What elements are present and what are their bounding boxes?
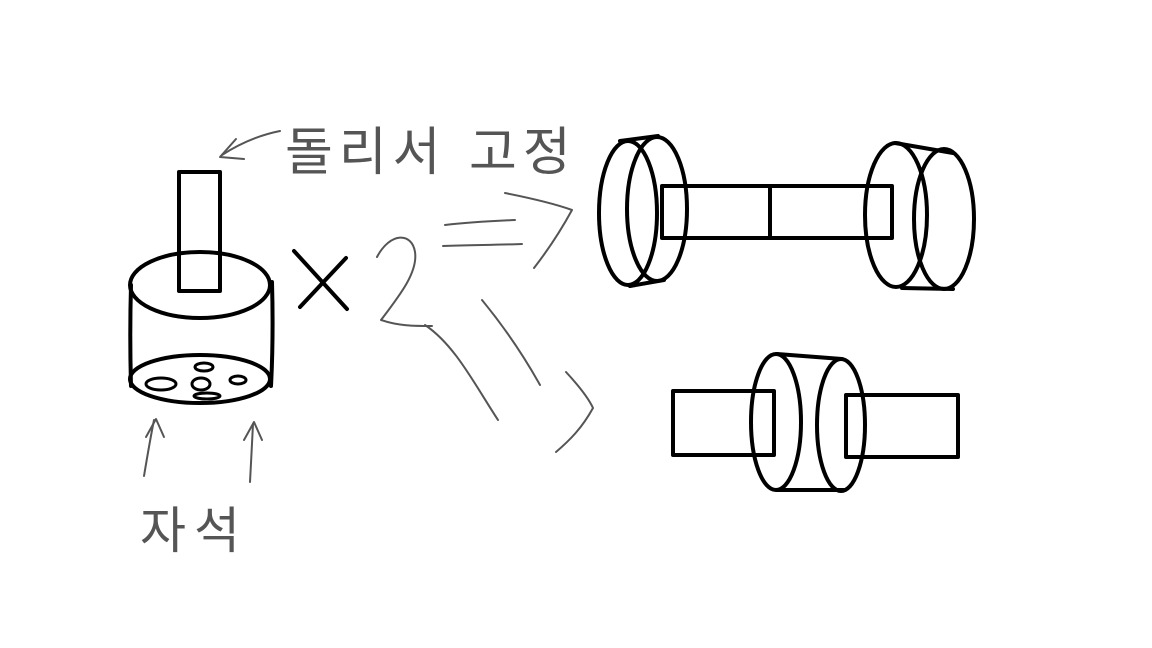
magnet-spot — [190, 376, 212, 392]
magnet-arrow-right — [249, 423, 254, 483]
magnet-spot — [193, 361, 215, 373]
label-arrow-to-shaft — [221, 130, 281, 156]
magnet-arrow-right-head — [243, 421, 263, 441]
cylinder-top-face — [128, 250, 272, 320]
numeral-two — [376, 236, 433, 327]
assembly-inward-cylinders — [671, 352, 960, 493]
assembly-shaft-right — [768, 184, 894, 240]
magnet-spot — [144, 376, 178, 392]
shaft — [177, 170, 222, 293]
magnet-cylinder — [128, 170, 275, 405]
label-arrow-head — [219, 138, 245, 160]
cylinder-bottom-face — [128, 353, 272, 405]
arrow-to-bottom-assembly — [424, 299, 594, 453]
magnet-spot — [228, 374, 248, 386]
arrow-to-top-assembly — [442, 192, 573, 269]
magnet-arrow-left-head — [145, 418, 165, 438]
bottom-shaft-left — [671, 389, 776, 457]
bottom-shaft-right — [844, 393, 960, 459]
cylinder-left-side — [128, 283, 133, 388]
bottom-label: 자석 — [140, 502, 248, 560]
magnet-spot — [192, 391, 222, 401]
times-sign — [292, 249, 349, 311]
top-label: 돌리서 고정 — [285, 123, 577, 183]
cylinder-right-side — [269, 280, 275, 388]
assembly-outward-cylinders — [597, 134, 976, 291]
